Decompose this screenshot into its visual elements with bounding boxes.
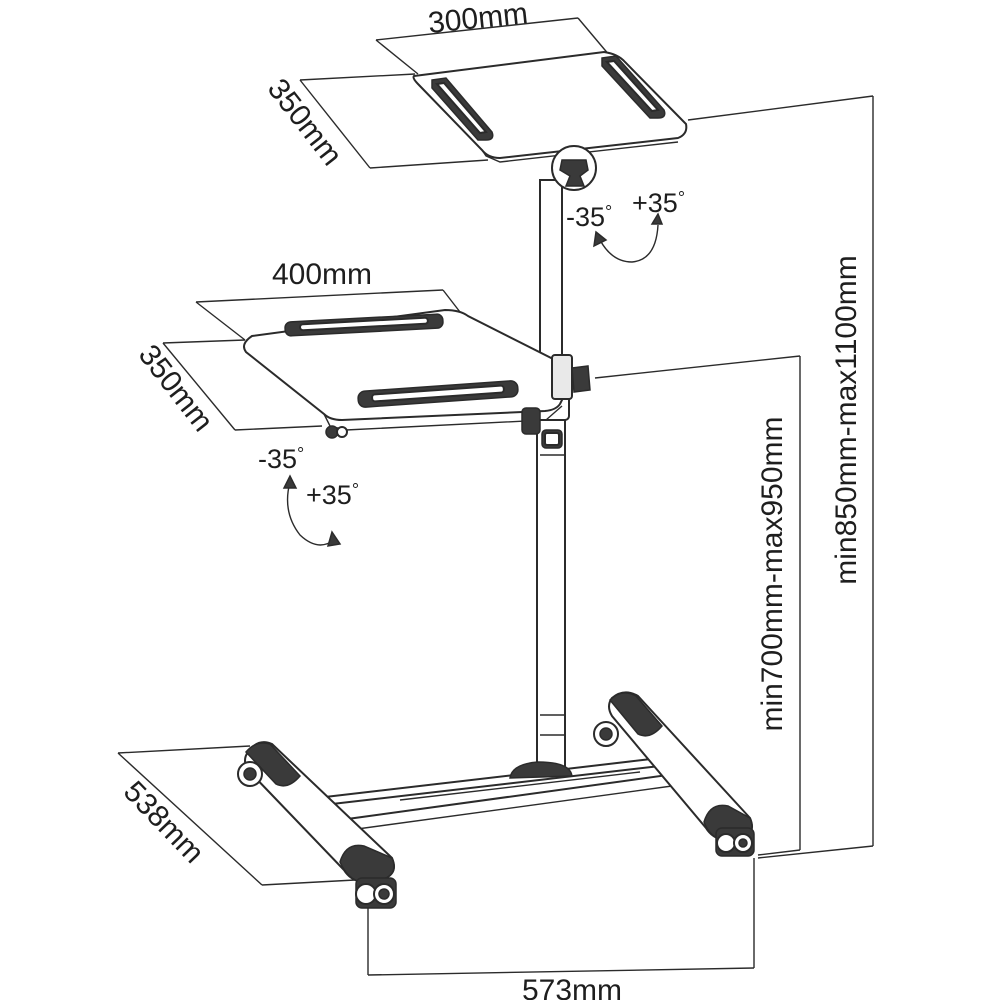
lower-tilt-minus-value: -35: [258, 444, 297, 474]
lower-tray-knob: [571, 365, 591, 393]
lower-tray-height-label: min700mm-max950mm: [756, 416, 789, 731]
caster-right-front: [715, 827, 755, 857]
top-tilt-minus-degree: °: [605, 202, 612, 222]
top-tray-width-label: 300mm: [427, 0, 530, 40]
top-tilt-plus-degree: °: [678, 188, 685, 208]
base-depth-label: 538mm: [117, 775, 210, 870]
top-tray-height-label: min850mm-max1100mm: [830, 255, 863, 585]
pole-lock-knob-left: [521, 407, 541, 435]
caster-left-front: [355, 877, 397, 909]
top-tilt-arrow: [593, 212, 664, 263]
lower-tilt-minus-label: -35°: [258, 444, 304, 474]
top-tilt-plus-value: +35: [632, 188, 678, 218]
lower-tray-depth-label: 350mm: [132, 339, 220, 438]
top-tilt-minus-label: -35°: [566, 202, 612, 232]
top-tilt-plus-label: +35°: [632, 188, 685, 218]
pole-foot: [509, 761, 573, 779]
caster-left-back: [237, 761, 263, 787]
dimension-lines: [117, 17, 874, 976]
lower-tray: [243, 308, 591, 449]
lower-tilt-plus-value: +35: [306, 480, 352, 510]
lower-tilt-plus-degree: °: [352, 480, 359, 500]
top-tray-depth-label: 350mm: [261, 73, 349, 172]
lower-tilt-plus-label: +35°: [306, 480, 359, 510]
top-tilt-knob: [559, 159, 589, 187]
top-tray: [412, 50, 688, 191]
top-tilt-minus-value: -35: [566, 202, 605, 232]
center-pole: [532, 179, 570, 771]
base-width-label: 573mm: [522, 974, 622, 1000]
lower-tray-width-label: 400mm: [272, 258, 372, 291]
lower-tilt-minus-degree: °: [297, 444, 304, 464]
caster-right-back: [593, 721, 619, 747]
base: [237, 691, 755, 909]
lower-tray-clamp: [551, 354, 573, 400]
lower-tilt-arrow: [282, 474, 342, 547]
